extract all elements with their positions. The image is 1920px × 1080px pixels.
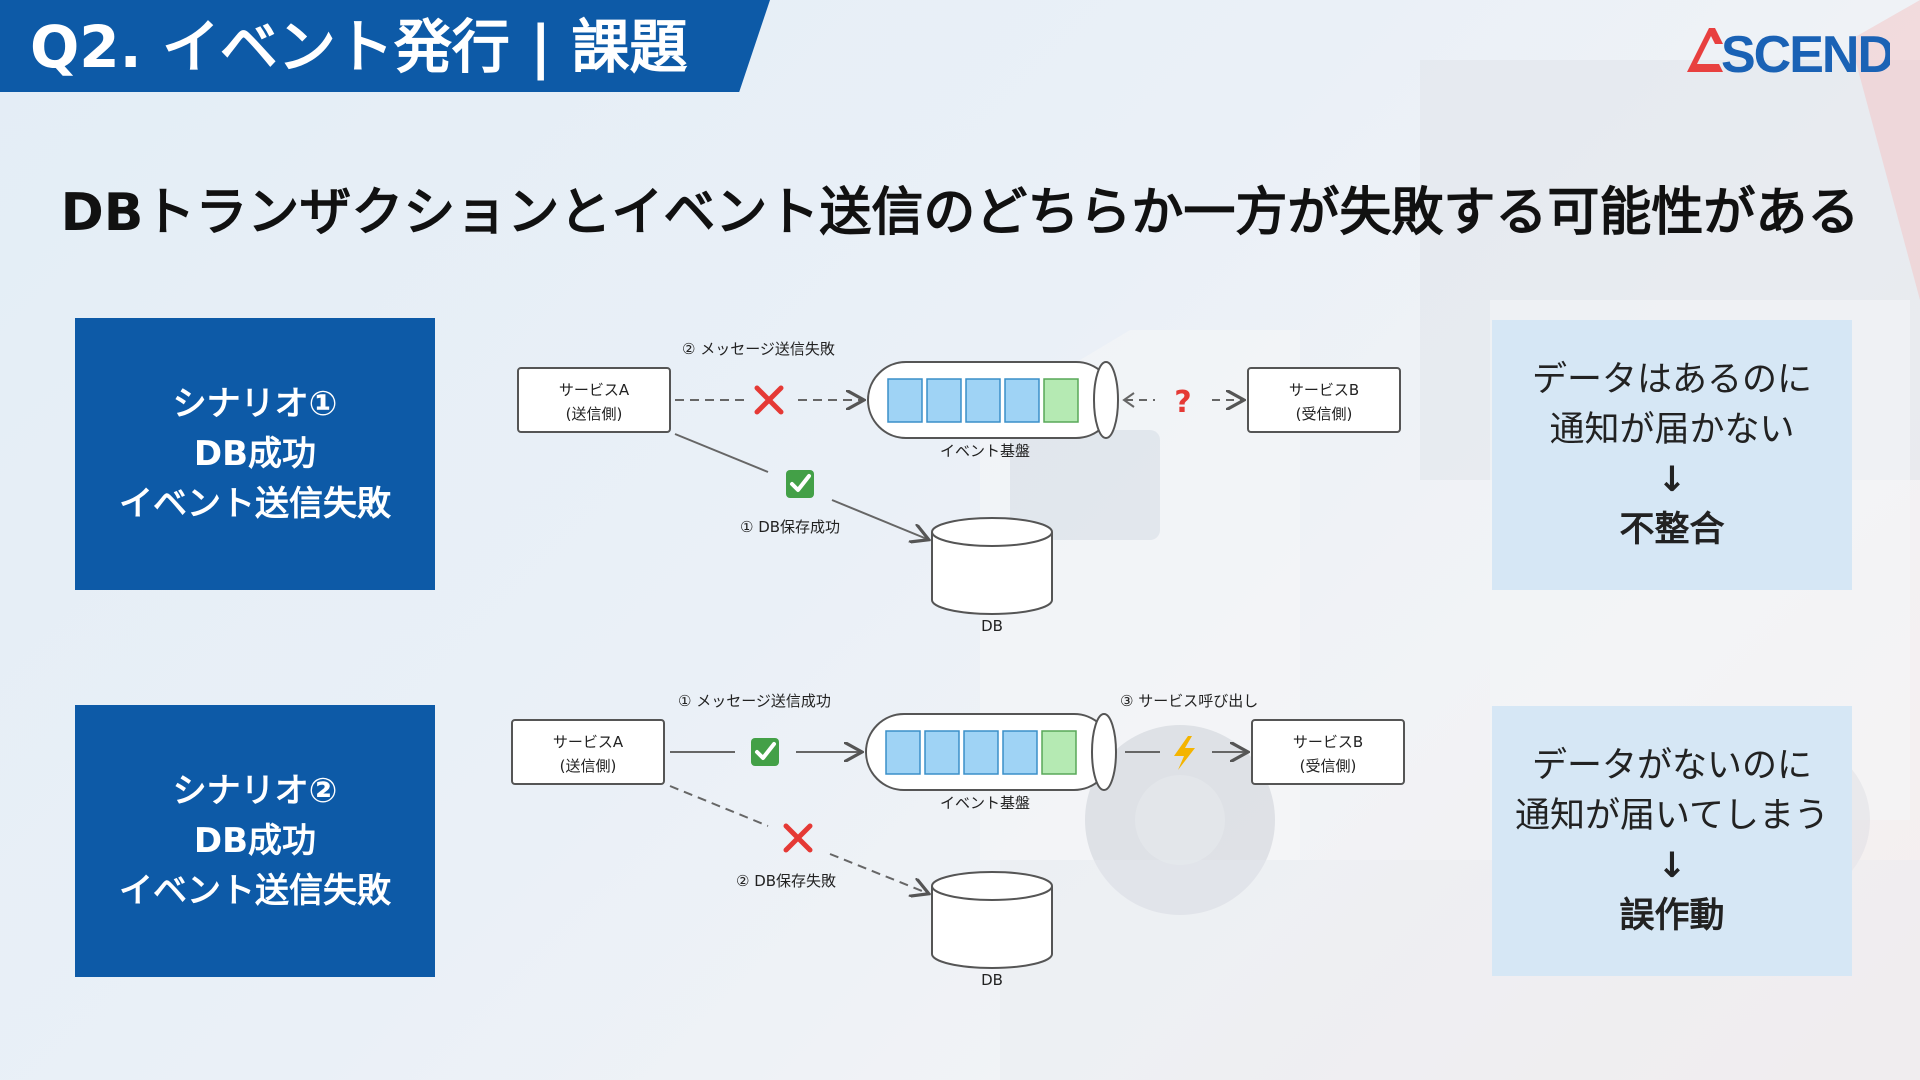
scenario1-result-line2: 通知が届かない <box>1549 410 1795 450</box>
down-arrow-icon: ↓ <box>1657 460 1687 500</box>
scenario1-db-status: DB成功 <box>193 434 317 474</box>
service-a-label: サービスA <box>553 733 624 751</box>
service-b-label: サービスB <box>1289 381 1359 399</box>
page-title: Q2. イベント発行 | 課題 <box>30 13 688 81</box>
db-cylinder <box>931 517 1053 615</box>
service-b-node <box>1251 719 1405 785</box>
step-message-label: ① メッセージ送信成功 <box>678 692 831 710</box>
scenario2-box: シナリオ② DB成功 イベント送信失敗 <box>75 705 435 977</box>
db-label: DB <box>981 617 1003 635</box>
scenario1-result: データはあるのに 通知が届かない ↓ 不整合 <box>1492 320 1852 590</box>
step-call-label: ③ サービス呼び出し <box>1120 692 1258 710</box>
service-a-node <box>511 719 665 785</box>
check-icon <box>751 738 779 766</box>
step-db-label: ② DB保存失敗 <box>736 872 836 890</box>
scenario1-box: シナリオ① DB成功 イベント送信失敗 <box>75 318 435 590</box>
scenario2-result-line1: データがないのに <box>1531 746 1812 786</box>
scenario1-diagram: サービスA (送信側) ② メッセージ送信失敗 イベント基盤 ? サービスB (… <box>517 340 1401 635</box>
scenario1-conclusion: 不整合 <box>1619 510 1725 550</box>
service-a-sublabel: (送信側) <box>566 405 623 423</box>
cross-icon <box>783 823 813 853</box>
step-db-label: ① DB保存成功 <box>740 518 840 536</box>
service-a-node <box>517 367 671 433</box>
service-b-label: サービスB <box>1293 733 1363 751</box>
question-icon: ? <box>1174 385 1191 420</box>
scenario2-conclusion: 誤作動 <box>1619 896 1725 936</box>
ascend-logo: SCEND <box>1687 26 1890 82</box>
scenario2-diagram: サービスA (送信側) ① メッセージ送信成功 イベント基盤 ③ サービス呼び出… <box>511 692 1405 989</box>
scenario2-db-status: DB成功 <box>193 821 317 861</box>
queue-label: イベント基盤 <box>940 794 1030 812</box>
scenario2-result: データがないのに 通知が届いてしまう ↓ 誤作動 <box>1492 706 1852 976</box>
service-b-sublabel: (受信側) <box>1296 405 1353 423</box>
db-label: DB <box>981 971 1003 989</box>
scenario2-title: シナリオ② <box>172 771 338 811</box>
scenario1-title: シナリオ① <box>172 384 338 424</box>
svg-text:SCEND: SCEND <box>1721 26 1890 82</box>
lightning-icon <box>1174 736 1195 770</box>
scenario2-event-status: イベント送信失敗 <box>119 871 391 911</box>
headline: DBトランザクションとイベント送信のどちらか一方が失敗する可能性がある <box>60 183 1860 243</box>
scenario1-event-status: イベント送信失敗 <box>119 484 391 524</box>
event-queue <box>865 713 1117 791</box>
step-message-label: ② メッセージ送信失敗 <box>682 340 835 358</box>
event-queue <box>867 361 1119 439</box>
db-cylinder <box>931 871 1053 969</box>
scenario2-result-line2: 通知が届いてしまう <box>1515 796 1829 836</box>
title-bar <box>0 0 770 92</box>
check-icon <box>786 470 814 498</box>
queue-label: イベント基盤 <box>940 442 1030 460</box>
down-arrow-icon: ↓ <box>1657 846 1687 886</box>
scenario1-result-line1: データはあるのに <box>1531 360 1812 400</box>
service-b-sublabel: (受信側) <box>1300 757 1357 775</box>
service-b-node <box>1247 367 1401 433</box>
cross-icon <box>754 385 784 415</box>
service-a-label: サービスA <box>559 381 630 399</box>
service-a-sublabel: (送信側) <box>560 757 617 775</box>
